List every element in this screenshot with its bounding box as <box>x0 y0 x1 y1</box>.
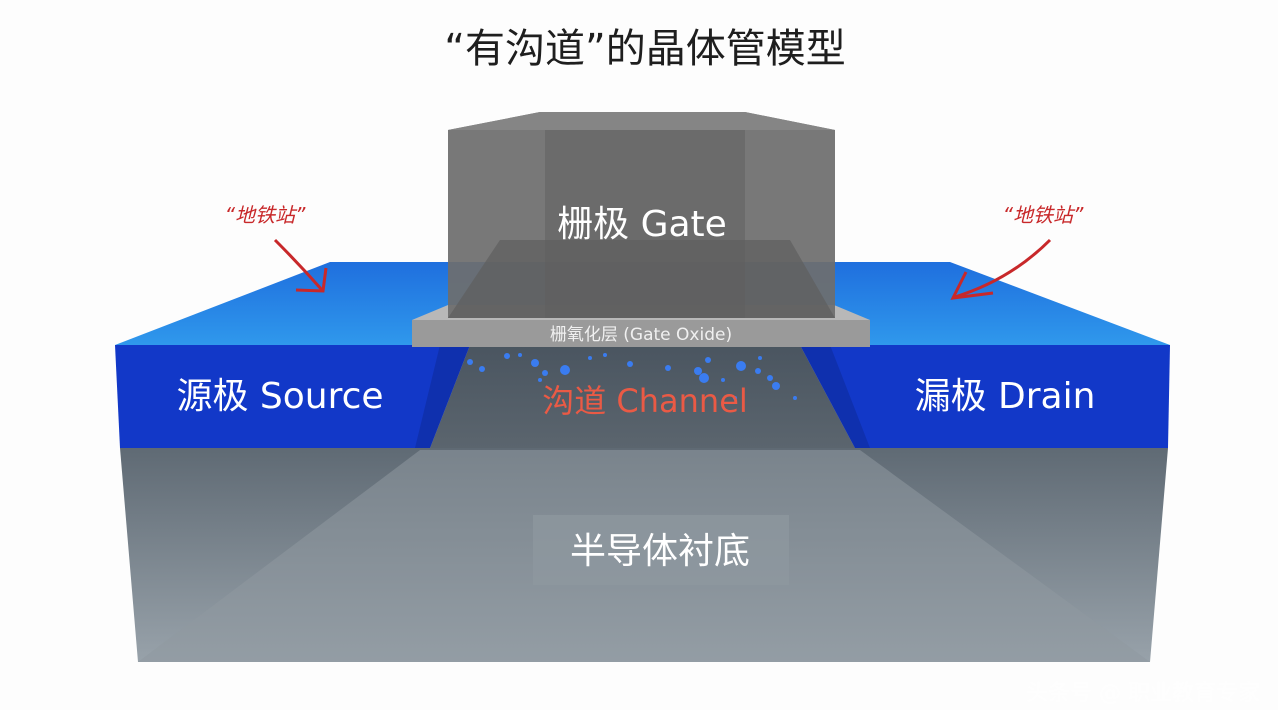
channel-label: 沟道 Channel <box>542 382 748 420</box>
substrate: 半导体衬底 <box>120 448 1168 662</box>
left-arrow-icon <box>273 238 324 291</box>
electron-dot <box>560 365 570 375</box>
electron-dot <box>694 367 702 375</box>
electron-dot <box>588 356 592 360</box>
electron-dot <box>721 378 725 382</box>
right-arrow-icon <box>954 238 1052 299</box>
electron-dot <box>504 353 510 359</box>
electron-dot <box>767 375 773 381</box>
substrate-label: 半导体衬底 <box>570 531 750 572</box>
electron-dot <box>538 378 542 382</box>
left-annotation: “地铁站” <box>225 203 328 293</box>
source-label: 源极 Source <box>176 376 383 417</box>
electron-dot <box>518 353 522 357</box>
electron-dot <box>772 382 780 390</box>
electron-dot <box>627 361 633 367</box>
electron-dot <box>479 366 485 372</box>
electron-dot <box>665 365 671 371</box>
left-note-text: “地铁站” <box>225 203 306 227</box>
right-note-text: “地铁站” <box>1003 203 1084 227</box>
gate-oxide-label: 栅氧化层 (Gate Oxide) <box>550 325 732 345</box>
electron-dot <box>736 361 746 371</box>
electron-dot <box>467 359 473 365</box>
electron-dot <box>705 357 711 363</box>
channel-region <box>430 345 855 448</box>
watermark: 头条号 @ 职业教育专家 <box>1026 681 1260 706</box>
electron-dot <box>793 396 797 400</box>
electron-cloud <box>467 353 797 400</box>
electron-dot <box>733 396 737 400</box>
electron-dot <box>755 368 761 374</box>
electron-dot <box>603 353 607 357</box>
electron-dot <box>531 359 539 367</box>
diagram-title: “有沟道”的晶体管模型 <box>444 26 845 72</box>
electron-dot <box>758 356 762 360</box>
drain-region: 漏极 Drain <box>800 345 1170 448</box>
right-annotation: “地铁站” <box>950 203 1084 300</box>
electron-dot <box>699 373 709 383</box>
substrate-label-box <box>533 515 789 585</box>
source-region: 源极 Source <box>115 345 470 448</box>
gate: 栅极 Gate <box>448 112 835 318</box>
electron-dot <box>542 370 548 376</box>
drain-label: 漏极 Drain <box>915 376 1096 417</box>
gate-label: 栅极 Gate <box>557 204 727 245</box>
